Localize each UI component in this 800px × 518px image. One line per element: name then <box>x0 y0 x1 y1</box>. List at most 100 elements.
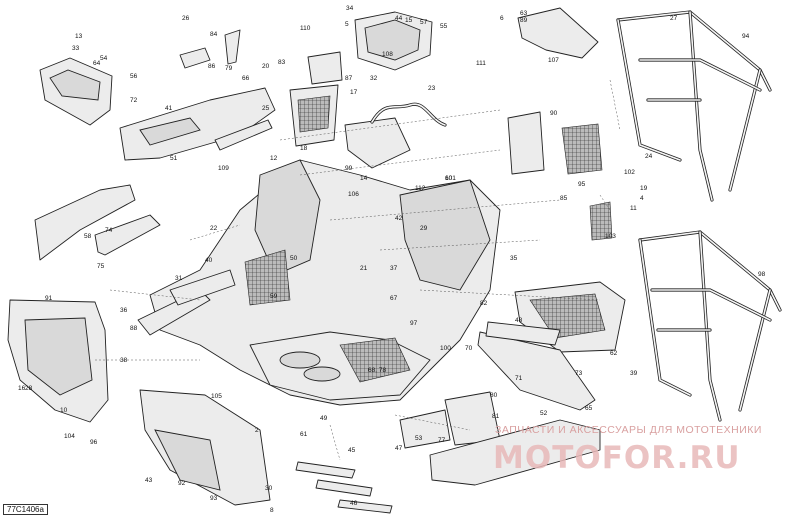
callout-number: 55 <box>440 23 448 30</box>
mesh-panel-part <box>561 123 603 175</box>
roll-cage-lower <box>638 230 782 422</box>
callout-number: 27 <box>670 15 678 22</box>
callout-number: 41 <box>165 105 173 112</box>
callout-number: 6 <box>500 15 504 22</box>
callout-number: 16 <box>18 385 26 392</box>
callout-number: 57 <box>420 19 428 26</box>
kick-panel-part <box>94 214 161 256</box>
callout-number: 73 <box>575 370 583 377</box>
callout-number: 54 <box>100 55 108 62</box>
lower-door-panel-center <box>139 389 271 506</box>
callout-number: 15 <box>405 17 413 24</box>
callout-number: 83 <box>278 59 286 66</box>
floor-strip-part <box>485 321 561 346</box>
watermark-logo: MOTOFOR.RU <box>493 440 741 476</box>
callout-number: 110 <box>300 25 311 32</box>
bracket-assembly-part <box>344 117 411 169</box>
callout-number: 34 <box>346 5 354 12</box>
callout-number: 5 <box>345 21 349 28</box>
callout-number: 107 <box>548 57 559 64</box>
callout-number: 50 <box>290 255 298 262</box>
glovebox-cover-part <box>307 51 343 85</box>
callout-number: 10 <box>60 407 68 414</box>
callout-number: 66 <box>242 75 250 82</box>
upper-console-part <box>39 57 113 126</box>
dashboard-panel-part <box>354 11 433 71</box>
callout-number: 108 <box>382 51 393 58</box>
callout-number: 48 <box>515 317 523 324</box>
callout-number: 109 <box>218 165 229 172</box>
callout-number: 92 <box>178 480 186 487</box>
callout-number: 32 <box>370 75 378 82</box>
callout-number: 99 <box>345 165 353 172</box>
callout-number: 29 <box>420 225 428 232</box>
callout-number: 102 <box>624 169 635 176</box>
callout-number: 42 <box>395 215 403 222</box>
callout-number: 25 <box>262 105 270 112</box>
callout-number: 38 <box>120 357 128 364</box>
callout-number: 18 <box>300 145 308 152</box>
callout-number: 90 <box>550 110 558 117</box>
callout-number: 89 <box>520 17 528 24</box>
callout-number: 75 <box>97 263 105 270</box>
callout-number: 51 <box>170 155 178 162</box>
callout-number: 59 <box>270 293 278 300</box>
callout-number: 93 <box>210 495 218 502</box>
callout-number: 19 <box>640 185 648 192</box>
callout-number: 84 <box>210 31 218 38</box>
callout-number: 95 <box>578 181 586 188</box>
callout-number: 11 <box>630 205 637 212</box>
callout-number: 72 <box>130 97 138 104</box>
callout-number: 94 <box>742 33 750 40</box>
callout-number: 24 <box>645 153 653 160</box>
callout-number: 23 <box>428 85 436 92</box>
callout-number: 67 <box>390 295 398 302</box>
callout-number: 13 <box>75 33 83 40</box>
callout-number: 14 <box>360 175 368 182</box>
grille-panel-part <box>289 84 339 147</box>
callout-number: 62 <box>610 350 618 357</box>
figure-code-label: 77C1406a <box>3 504 48 515</box>
side-rail-left-part <box>34 184 136 261</box>
callout-number: 4 <box>640 195 644 202</box>
callout-number: 46 <box>350 500 358 507</box>
callout-number: 104 <box>64 433 75 440</box>
callout-number: 61 <box>300 431 308 438</box>
callout-number: 60 <box>445 175 453 182</box>
side-panel-left-part <box>119 87 276 161</box>
callout-number: 45 <box>348 447 356 454</box>
small-brackets <box>179 29 273 151</box>
callout-number: 65 <box>585 405 593 412</box>
skid-strips <box>295 461 393 514</box>
main-frame-part <box>137 159 501 406</box>
callout-number: 52 <box>540 410 548 417</box>
callout-number: 49 <box>320 415 328 422</box>
callout-number: 82 <box>480 300 488 307</box>
callout-number: 80 <box>490 392 498 399</box>
callout-number: 56 <box>130 73 138 80</box>
rear-plate-part <box>507 111 545 175</box>
callout-number: 12 <box>270 155 278 162</box>
leader-lines <box>95 79 621 461</box>
callout-number: 63 <box>520 10 528 17</box>
callout-number: 35 <box>510 255 518 262</box>
callout-number: 37 <box>390 265 398 272</box>
callout-number: 101 <box>445 175 456 182</box>
callout-number: 105 <box>211 393 222 400</box>
callout-number: 100 <box>440 345 451 352</box>
callout-number: 112 <box>415 185 426 192</box>
callout-number: 43 <box>145 477 153 484</box>
callout-number: 97 <box>410 320 418 327</box>
callout-number: 106 <box>348 191 359 198</box>
callout-number: 68, 78 <box>368 367 386 374</box>
callout-number: 91 <box>45 295 53 302</box>
callout-number: 39 <box>630 370 638 377</box>
callout-number: 26 <box>182 15 190 22</box>
callout-number: 33 <box>72 45 80 52</box>
callout-number: 74 <box>105 227 113 234</box>
callout-number: 111 <box>476 60 486 67</box>
roof-cap-part <box>517 7 599 59</box>
lower-door-panel-left <box>7 299 109 423</box>
